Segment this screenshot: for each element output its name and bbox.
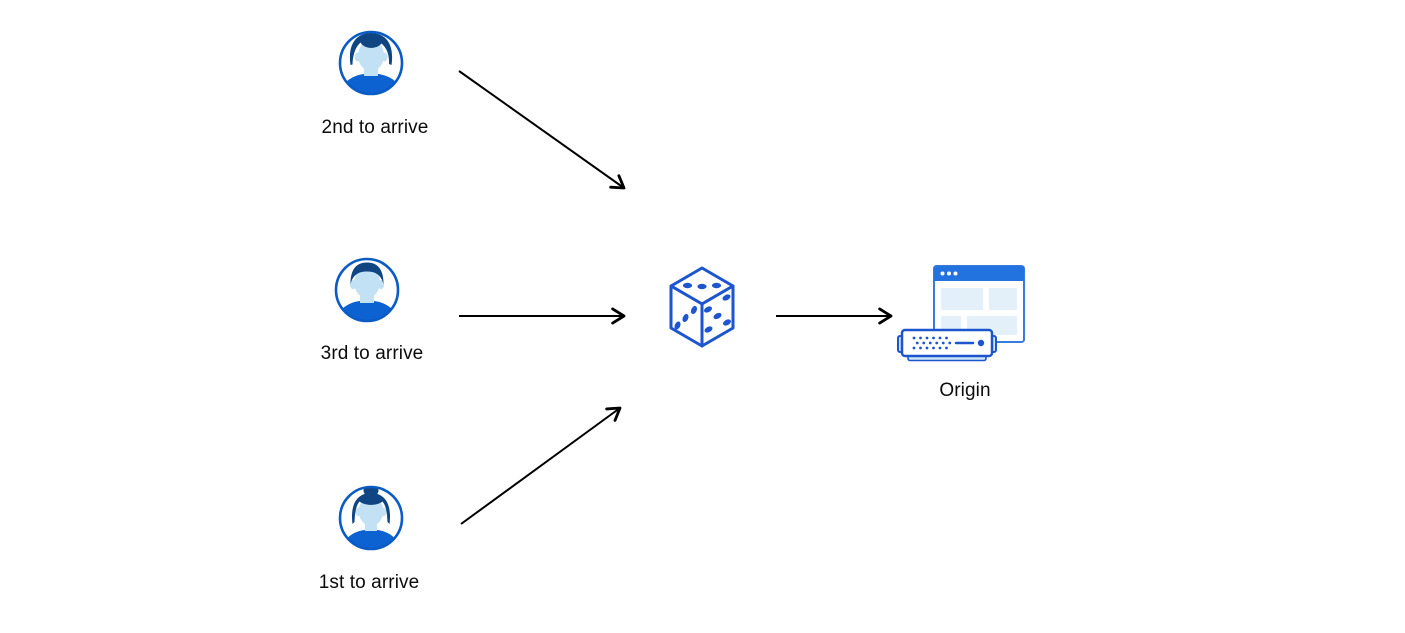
arrow-first-to-dice [460, 406, 622, 525]
client-label-second: 2nd to arrive [321, 117, 429, 138]
user-woman-bun-icon [338, 485, 404, 551]
client-label-first: 1st to arrive [318, 572, 420, 593]
client-label-third: 3rd to arrive [320, 343, 424, 364]
origin-server-icon [897, 328, 997, 362]
user-man-swept-hair-icon [338, 30, 404, 96]
origin-label: Origin [939, 380, 991, 401]
arrow-second-to-dice [458, 70, 626, 190]
dice-icon [669, 266, 735, 348]
user-man-short-hair-icon [334, 257, 400, 323]
